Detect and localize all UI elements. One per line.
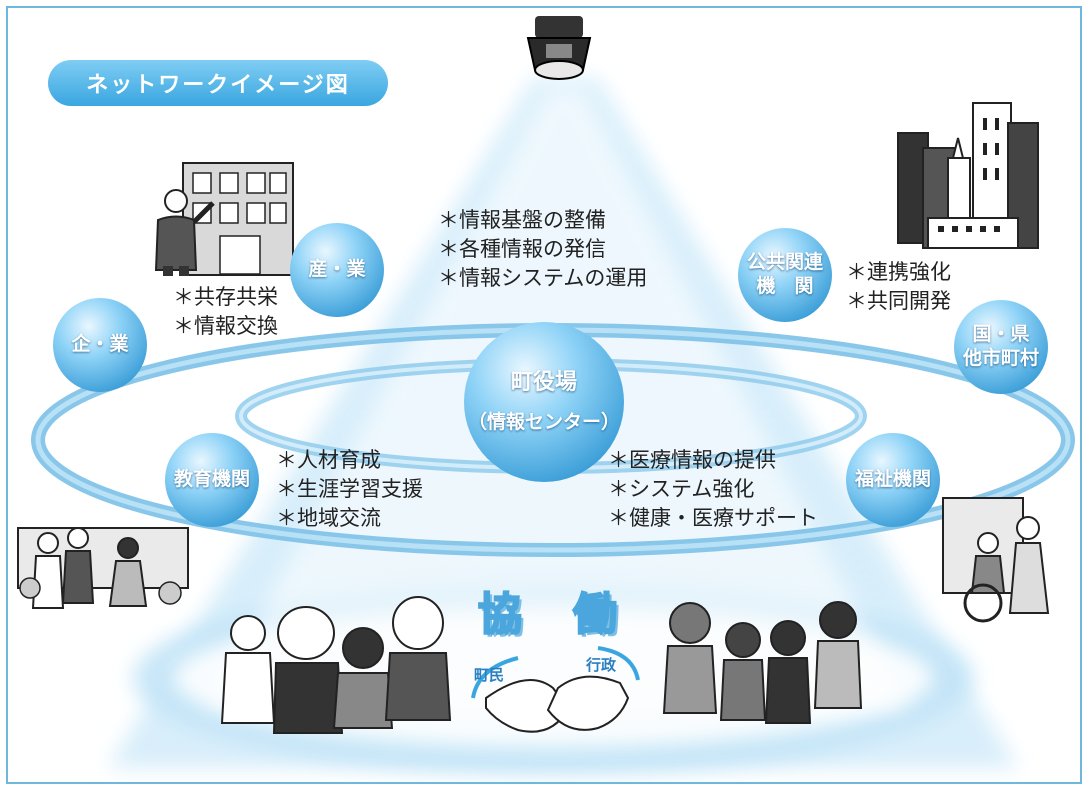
node-kyoiku: 教育機関 <box>165 433 259 527</box>
list-center-top: ＊情報基盤の整備 ＊各種情報の発信 ＊情報システムの運用 <box>438 206 647 293</box>
kyodo-char-1: 協 <box>477 588 523 641</box>
handshake-label-government: 行政 <box>586 656 617 674</box>
diagram-frame: ネットワークイメージ図 町役場 （情報センター） 産・業 企・業 公共関連 機 … <box>6 6 1082 784</box>
node-kuni-label-2: 他市町村 <box>962 347 1039 369</box>
list-item: ＊連携強化 <box>846 260 951 284</box>
handshake-icon <box>471 646 640 733</box>
node-kigyo-label: 企・業 <box>71 333 129 356</box>
list-item: ＊健康・医療サポート <box>608 506 818 530</box>
spotlight-icon <box>526 16 592 80</box>
list-item: ＊生涯学習支援 <box>276 477 423 501</box>
list-item: ＊地域交流 <box>276 506 381 530</box>
node-kokyo-label-1: 公共関連 <box>746 251 823 274</box>
node-kuni-label-1: 国・県 <box>972 323 1030 346</box>
list-item: ＊各種情報の発信 <box>438 237 606 261</box>
list-item: ＊情報システムの運用 <box>438 266 648 290</box>
list-item: ＊共存共栄 <box>173 285 278 309</box>
diagram-title: ネットワークイメージ図 <box>48 60 388 106</box>
node-kokyo: 公共関連 機 関 <box>738 228 832 322</box>
office-building-icon <box>154 162 294 276</box>
list-sangyo: ＊共存共栄 ＊情報交換 <box>173 283 278 341</box>
node-sangyo: 産・業 <box>290 223 384 317</box>
list-item: ＊医療情報の提供 <box>608 448 776 472</box>
center-node-town-office: 町役場 （情報センター） <box>464 322 624 482</box>
list-fukushi: ＊医療情報の提供 ＊システム強化 ＊健康・医療サポート <box>608 446 818 533</box>
school-children-icon <box>17 527 189 609</box>
center-node-line2: （情報センター） <box>467 410 620 433</box>
node-kokyo-label-2: 機 関 <box>756 275 814 297</box>
node-kuni: 国・県 他市町村 <box>954 300 1048 394</box>
list-item: ＊情報交換 <box>173 314 278 338</box>
center-node-line1: 町役場 <box>510 370 577 396</box>
skyscrapers-icon <box>897 102 1039 249</box>
list-item: ＊システム強化 <box>608 477 755 501</box>
kyodo-char-2: 働 <box>572 588 618 641</box>
node-fukushi-label: 福祉機関 <box>854 468 931 491</box>
list-kokyo: ＊連携強化 ＊共同開発 <box>846 258 951 316</box>
node-sangyo-label: 産・業 <box>308 258 366 281</box>
welfare-wheelchair-icon <box>942 497 1050 623</box>
list-item: ＊人材育成 <box>276 448 381 472</box>
officials-icon <box>662 601 863 724</box>
node-kyoiku-label: 教育機関 <box>173 468 250 491</box>
townspeople-icon <box>220 596 452 734</box>
handshake-label-townspeople: 町民 <box>474 666 505 684</box>
list-item: ＊情報基盤の整備 <box>438 208 606 232</box>
node-fukushi: 福祉機関 <box>846 433 940 527</box>
list-kyoiku: ＊人材育成 ＊生涯学習支援 ＊地域交流 <box>276 446 423 533</box>
list-item: ＊共同開発 <box>846 289 951 313</box>
node-kigyo: 企・業 <box>53 298 147 392</box>
